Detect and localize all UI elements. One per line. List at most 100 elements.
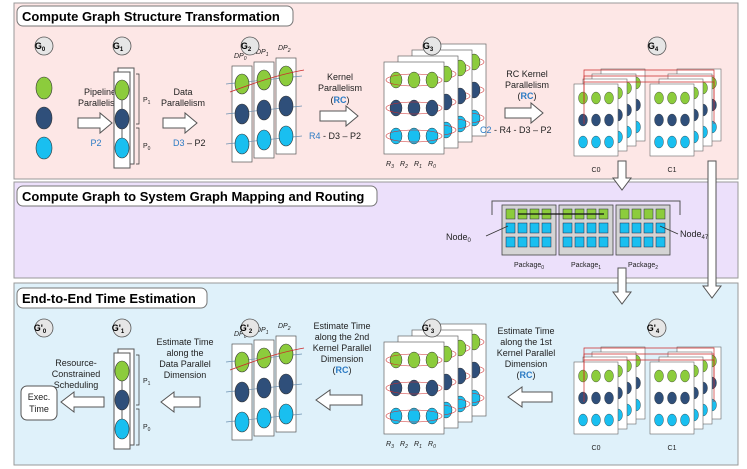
- c-label-1: C1: [668, 445, 677, 452]
- graph-node: [234, 381, 250, 403]
- step4-line2: Parallelism: [505, 80, 549, 90]
- graph-node: [407, 407, 421, 425]
- c-label-0: C0: [592, 445, 601, 452]
- graph-node: [604, 369, 614, 383]
- graph-node: [578, 391, 588, 405]
- step-dp-line3: Data Parallel: [159, 359, 211, 369]
- step-rc2-arrow: [315, 389, 363, 411]
- graph-node: [278, 403, 294, 425]
- r-label-0: R3: [386, 161, 394, 170]
- graph-node: [389, 351, 403, 369]
- bottom-graph-id-0-label: G'0: [34, 323, 47, 335]
- step-rc1-line3: Kernel Parallel: [497, 348, 556, 358]
- node-tile: [541, 222, 552, 234]
- node-tile: [619, 208, 630, 220]
- graph-node: [278, 373, 294, 395]
- step3-rc: (RC): [331, 95, 350, 105]
- dp-label-0: DP0: [234, 53, 247, 62]
- graph-node: [680, 369, 690, 383]
- step-rc1-arrow: [507, 386, 553, 408]
- node-tile: [517, 236, 528, 248]
- bottom-graph-id-3: [422, 318, 442, 338]
- node-tile: [643, 208, 654, 220]
- node-tile: [643, 222, 654, 234]
- graph-node: [578, 91, 588, 105]
- graph-node: [578, 113, 588, 127]
- step-rc1-line2: along the 1st: [500, 337, 552, 347]
- step-dp-arrow: [160, 390, 201, 414]
- graph-node: [667, 91, 677, 105]
- graph-node: [591, 391, 601, 405]
- graph-node: [604, 135, 614, 149]
- step4-arrow: [504, 101, 544, 125]
- step2-line2: Parallelism: [161, 98, 205, 108]
- node-tile: [655, 208, 666, 220]
- graph-node: [389, 71, 403, 89]
- node-tile: [574, 222, 585, 234]
- bottom-p0-label: P0: [143, 424, 151, 433]
- graph-node: [407, 379, 421, 397]
- graph-node: [604, 391, 614, 405]
- node-tile: [655, 236, 666, 248]
- package-label-0: Package0: [514, 262, 544, 271]
- node-tile: [529, 236, 540, 248]
- bottom-p1-label: P1: [143, 378, 151, 387]
- graph-node: [256, 407, 272, 429]
- dp-label-1: DP1: [256, 49, 269, 58]
- r-label-2: R1: [414, 441, 422, 450]
- node-tile: [505, 222, 516, 234]
- step-sched-line1: Resource-: [55, 358, 97, 368]
- dp-label-0: DP0: [234, 331, 247, 340]
- node-tile: [505, 236, 516, 248]
- top-p1-label: P1: [143, 97, 151, 106]
- graph-node: [389, 99, 403, 117]
- graph-node: [407, 99, 421, 117]
- graph-node: [256, 377, 272, 399]
- graph-node: [654, 113, 664, 127]
- node-tile: [643, 236, 654, 248]
- exec-time-line1: Exec.: [28, 392, 51, 402]
- graph-node: [425, 351, 439, 369]
- r-label-3: R0: [428, 161, 436, 170]
- node-tile: [541, 236, 552, 248]
- package-label-1: Package1: [571, 262, 601, 271]
- panel-mapping-title: Compute Graph to System Graph Mapping an…: [22, 189, 364, 204]
- node-left-label: Node0: [446, 232, 472, 244]
- graph-node: [667, 113, 677, 127]
- graph-node: [234, 351, 250, 373]
- node-tile: [631, 222, 642, 234]
- g1p-node-cyan: [114, 418, 130, 440]
- graph-node: [389, 379, 403, 397]
- bottom-graph-id-2: [240, 318, 260, 338]
- g0-node-dark: [35, 106, 53, 130]
- node-tile: [631, 208, 642, 220]
- graph-node: [591, 369, 601, 383]
- step-sched-line3: Scheduling: [54, 380, 99, 390]
- graph-node: [425, 127, 439, 145]
- graph-node: [604, 91, 614, 105]
- step-rc2-line1: Estimate Time: [313, 321, 370, 331]
- graph-node: [389, 407, 403, 425]
- step-dp-line1: Estimate Time: [156, 337, 213, 347]
- g1-node-dark: [114, 108, 130, 130]
- graph-node: [425, 407, 439, 425]
- graph-node: [667, 391, 677, 405]
- graph-node: [591, 413, 601, 427]
- graph-node: [654, 369, 664, 383]
- r-label-3: R0: [428, 441, 436, 450]
- step1-line1: Pipeline: [84, 87, 116, 97]
- arrow-down-g4-c1: [702, 160, 722, 299]
- exec-time-box: [20, 385, 58, 421]
- graph-node: [604, 413, 614, 427]
- step1-code: P2: [90, 138, 101, 148]
- graph-node: [425, 99, 439, 117]
- bottom-graph-id-4-label: G'4: [647, 323, 660, 335]
- step-rc2-line3: Kernel Parallel: [313, 343, 372, 353]
- graph-node: [407, 127, 421, 145]
- step-rc2-rc: (RC): [333, 365, 352, 375]
- graph-node: [389, 127, 403, 145]
- c-label-1: C1: [668, 167, 677, 174]
